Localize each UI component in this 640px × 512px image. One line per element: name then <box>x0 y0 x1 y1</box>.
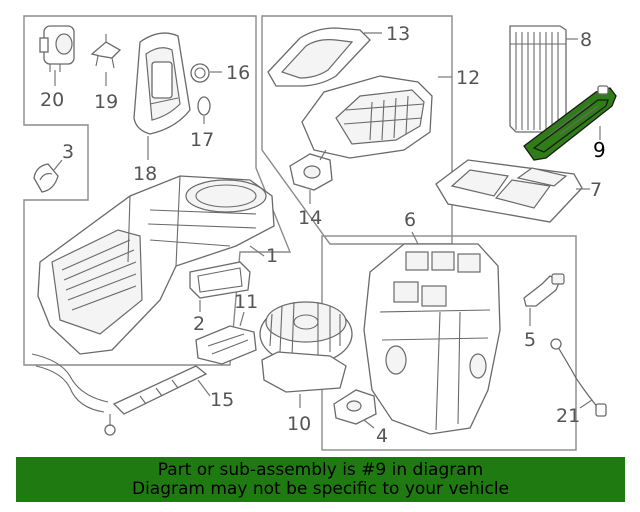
part-20-actuator[interactable] <box>39 25 75 72</box>
part-8-air-filter[interactable] <box>509 25 567 133</box>
banner-line-2: Diagram may not be specific to your vehi… <box>131 478 509 499</box>
label-part-21: 21 <box>556 405 580 427</box>
label-part-13: 13 <box>386 23 410 45</box>
part-10-blower-motor[interactable] <box>259 301 353 393</box>
part-2-seal[interactable] <box>189 261 251 299</box>
banner-line-1: Part or sub-assembly is #9 in diagram <box>157 459 484 480</box>
part-16-o-ring[interactable] <box>190 63 210 83</box>
part-14-actuator[interactable] <box>289 149 333 191</box>
part-12-upper-housing[interactable] <box>301 75 433 159</box>
label-part-17: 17 <box>190 129 214 151</box>
panel-upper-housing <box>261 15 453 245</box>
label-part-18: 18 <box>133 163 157 185</box>
label-part-7: 7 <box>590 179 602 201</box>
part-7-filter-frame[interactable] <box>435 159 583 223</box>
panel-hvac-housing <box>23 15 292 366</box>
label-part-4: 4 <box>376 425 388 447</box>
label-part-14: 14 <box>298 207 322 229</box>
label-part-8: 8 <box>580 29 592 51</box>
part-9-filter-cover[interactable] <box>523 85 617 161</box>
part-17-seal[interactable] <box>197 96 211 116</box>
label-part-9: 9 <box>593 138 606 162</box>
part-19-bracket[interactable] <box>90 34 122 69</box>
label-part-19: 19 <box>94 91 118 113</box>
leader-4 <box>363 419 375 429</box>
leader-21 <box>579 399 593 409</box>
label-part-5: 5 <box>524 329 536 351</box>
leader-6 <box>411 231 419 245</box>
part-1-hvac-housing[interactable] <box>37 175 275 355</box>
part-13-gasket[interactable] <box>267 27 371 87</box>
label-part-10: 10 <box>287 413 311 435</box>
label-part-12: 12 <box>456 67 480 89</box>
leader-1 <box>249 245 265 257</box>
part-4-actuator[interactable] <box>333 389 377 425</box>
part-15-heater-pipes[interactable] <box>31 353 208 436</box>
label-part-16: 16 <box>226 62 250 84</box>
leader-11 <box>239 311 245 327</box>
label-part-1: 1 <box>266 245 278 267</box>
part-5-sensor[interactable] <box>523 273 565 307</box>
label-part-15: 15 <box>210 389 234 411</box>
part-18-door-cover[interactable] <box>133 32 191 135</box>
label-part-20: 20 <box>40 89 64 111</box>
part-6-lower-housing[interactable] <box>363 243 501 435</box>
part-3-grommet[interactable] <box>33 163 59 193</box>
leader-15 <box>197 379 211 397</box>
label-part-6: 6 <box>404 209 416 231</box>
part-21-hose[interactable] <box>550 338 607 417</box>
leader-3 <box>53 159 63 171</box>
info-banner: Part or sub-assembly is #9 in diagram Di… <box>16 457 625 502</box>
label-part-3: 3 <box>62 141 74 163</box>
label-part-11: 11 <box>234 291 258 313</box>
label-part-2: 2 <box>193 313 205 335</box>
part-11-blower-resistor[interactable] <box>195 325 257 365</box>
